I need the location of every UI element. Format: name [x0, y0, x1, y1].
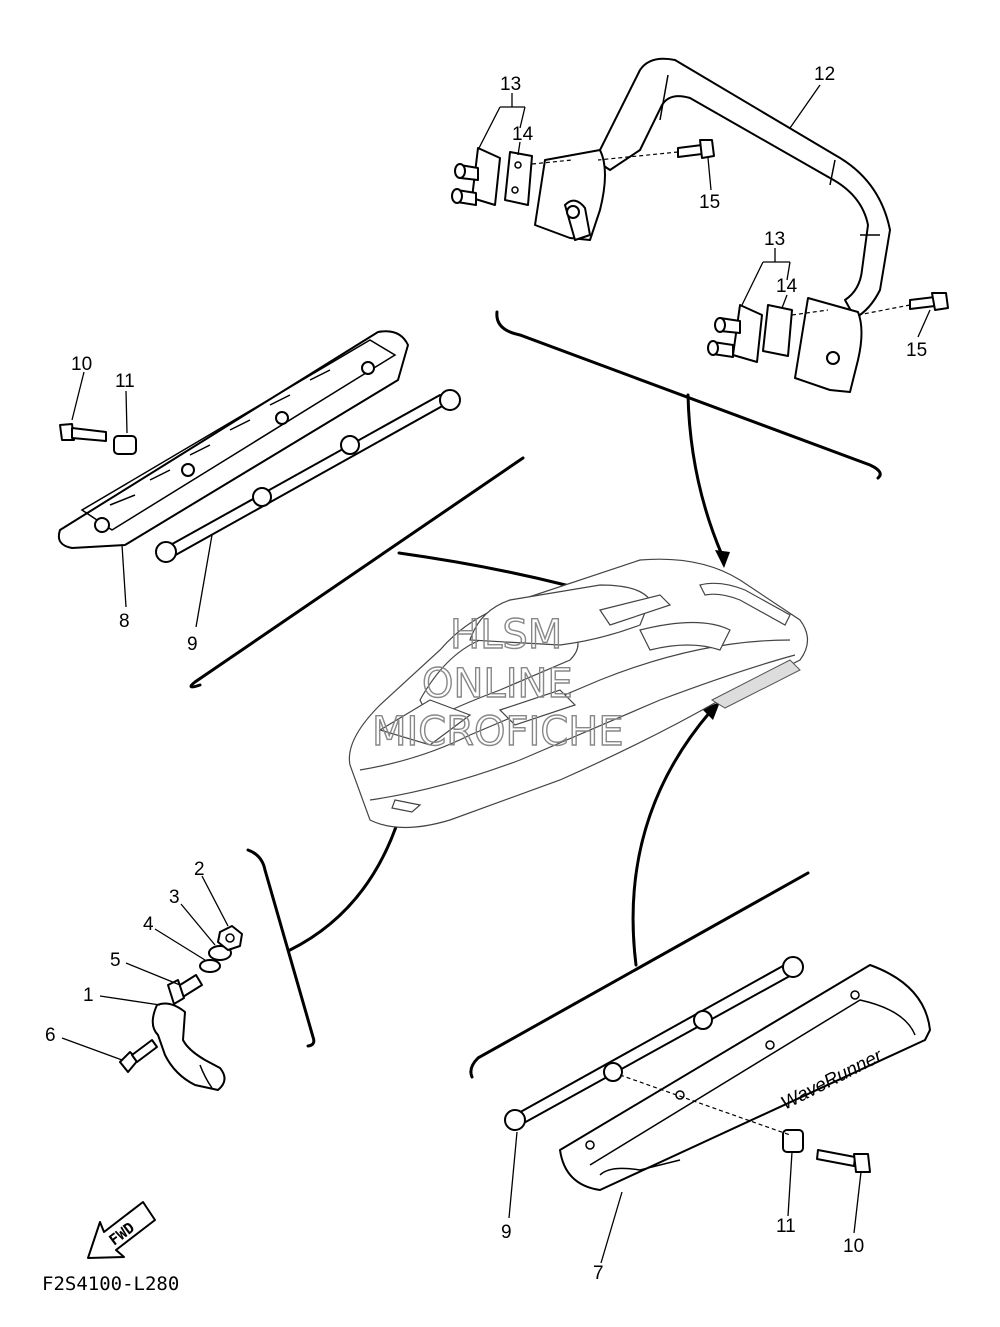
callout-5: 5 [110, 950, 121, 971]
callout-15: 15 [906, 340, 927, 361]
group-line-bottom-right [469, 871, 810, 1079]
dash-bolt-lower [857, 304, 911, 316]
callout-14: 14 [776, 276, 798, 297]
bolt-15-upper [677, 139, 715, 159]
callout-4: 4 [143, 914, 154, 935]
fwd-arrow: FWD [87, 1201, 156, 1259]
tow-hook-1 [151, 1002, 226, 1091]
nut-2 [217, 925, 243, 951]
pointer-handle-rail [686, 393, 724, 557]
callout-12: 12 [814, 64, 835, 85]
dash-bolt-upper [597, 151, 679, 161]
screw-6 [119, 1039, 158, 1073]
callout-13: 13 [500, 74, 521, 95]
step-rod-9-right [504, 956, 804, 1131]
callout-14: 14 [512, 124, 534, 145]
lock-washer-4 [199, 959, 221, 973]
bolt-10-right [816, 1149, 871, 1173]
callout-2: 2 [194, 859, 205, 880]
callouts: 13 14 12 15 13 14 15 10 11 8 9 2 3 4 5 1… [45, 64, 927, 1284]
rail-bracket-right [794, 297, 863, 393]
collar-11-right [782, 1129, 804, 1153]
watercraft-hull [348, 558, 809, 829]
bolt-15-lower [909, 292, 949, 311]
pointer-right-step [631, 710, 712, 967]
callout-13: 13 [764, 229, 785, 250]
group-line-bottom-left [246, 848, 316, 1048]
watermark-line2: ONLINE [422, 661, 573, 707]
callout-15: 15 [699, 192, 720, 213]
callout-3: 3 [169, 887, 180, 908]
watermark-line1: HLSM [450, 612, 562, 658]
spacer-plate-14-left-hole [514, 161, 522, 169]
callout-10: 10 [843, 1236, 864, 1257]
backing-plate-13-right [707, 304, 763, 363]
pointer-arrowhead [702, 702, 720, 720]
spacer-plate-14-left-hole [511, 186, 519, 194]
callout-10: 10 [71, 354, 92, 375]
dash-step-right [619, 1074, 791, 1136]
callout-9: 9 [501, 1222, 512, 1243]
callout-8: 8 [119, 611, 130, 632]
watermark: HLSM ONLINE MICROFICHE [371, 611, 624, 755]
callout-1: 1 [83, 985, 94, 1006]
callout-6: 6 [45, 1025, 56, 1046]
pointer-tow-hook [288, 813, 402, 952]
callout-11: 11 [776, 1216, 796, 1237]
pointer-arrowhead [715, 550, 730, 568]
callout-11: 11 [115, 371, 135, 392]
group-line-top-right [495, 310, 882, 480]
leader-lines [61, 84, 931, 1264]
watermark-line3: MICROFICHE [372, 709, 624, 755]
dash-bracket-right [791, 309, 829, 316]
handle-rail-12 [594, 57, 891, 319]
bolt-5 [167, 974, 203, 1005]
backing-plate-13-left [451, 147, 501, 206]
washer-3 [208, 945, 232, 961]
bolt-10-left [59, 423, 107, 442]
spacer-plate-14-right [762, 304, 793, 357]
group-line-top-left [189, 456, 525, 689]
callout-7: 7 [593, 1263, 604, 1284]
spacer-plate-14-left [504, 151, 533, 206]
diagram-code: F2S4100-L280 [42, 1273, 179, 1295]
boarding-step-8 [57, 330, 409, 549]
callout-9: 9 [187, 634, 198, 655]
collar-11-left [113, 435, 137, 455]
rail-bracket-left [534, 149, 606, 241]
step-rod-9-left [155, 389, 461, 563]
